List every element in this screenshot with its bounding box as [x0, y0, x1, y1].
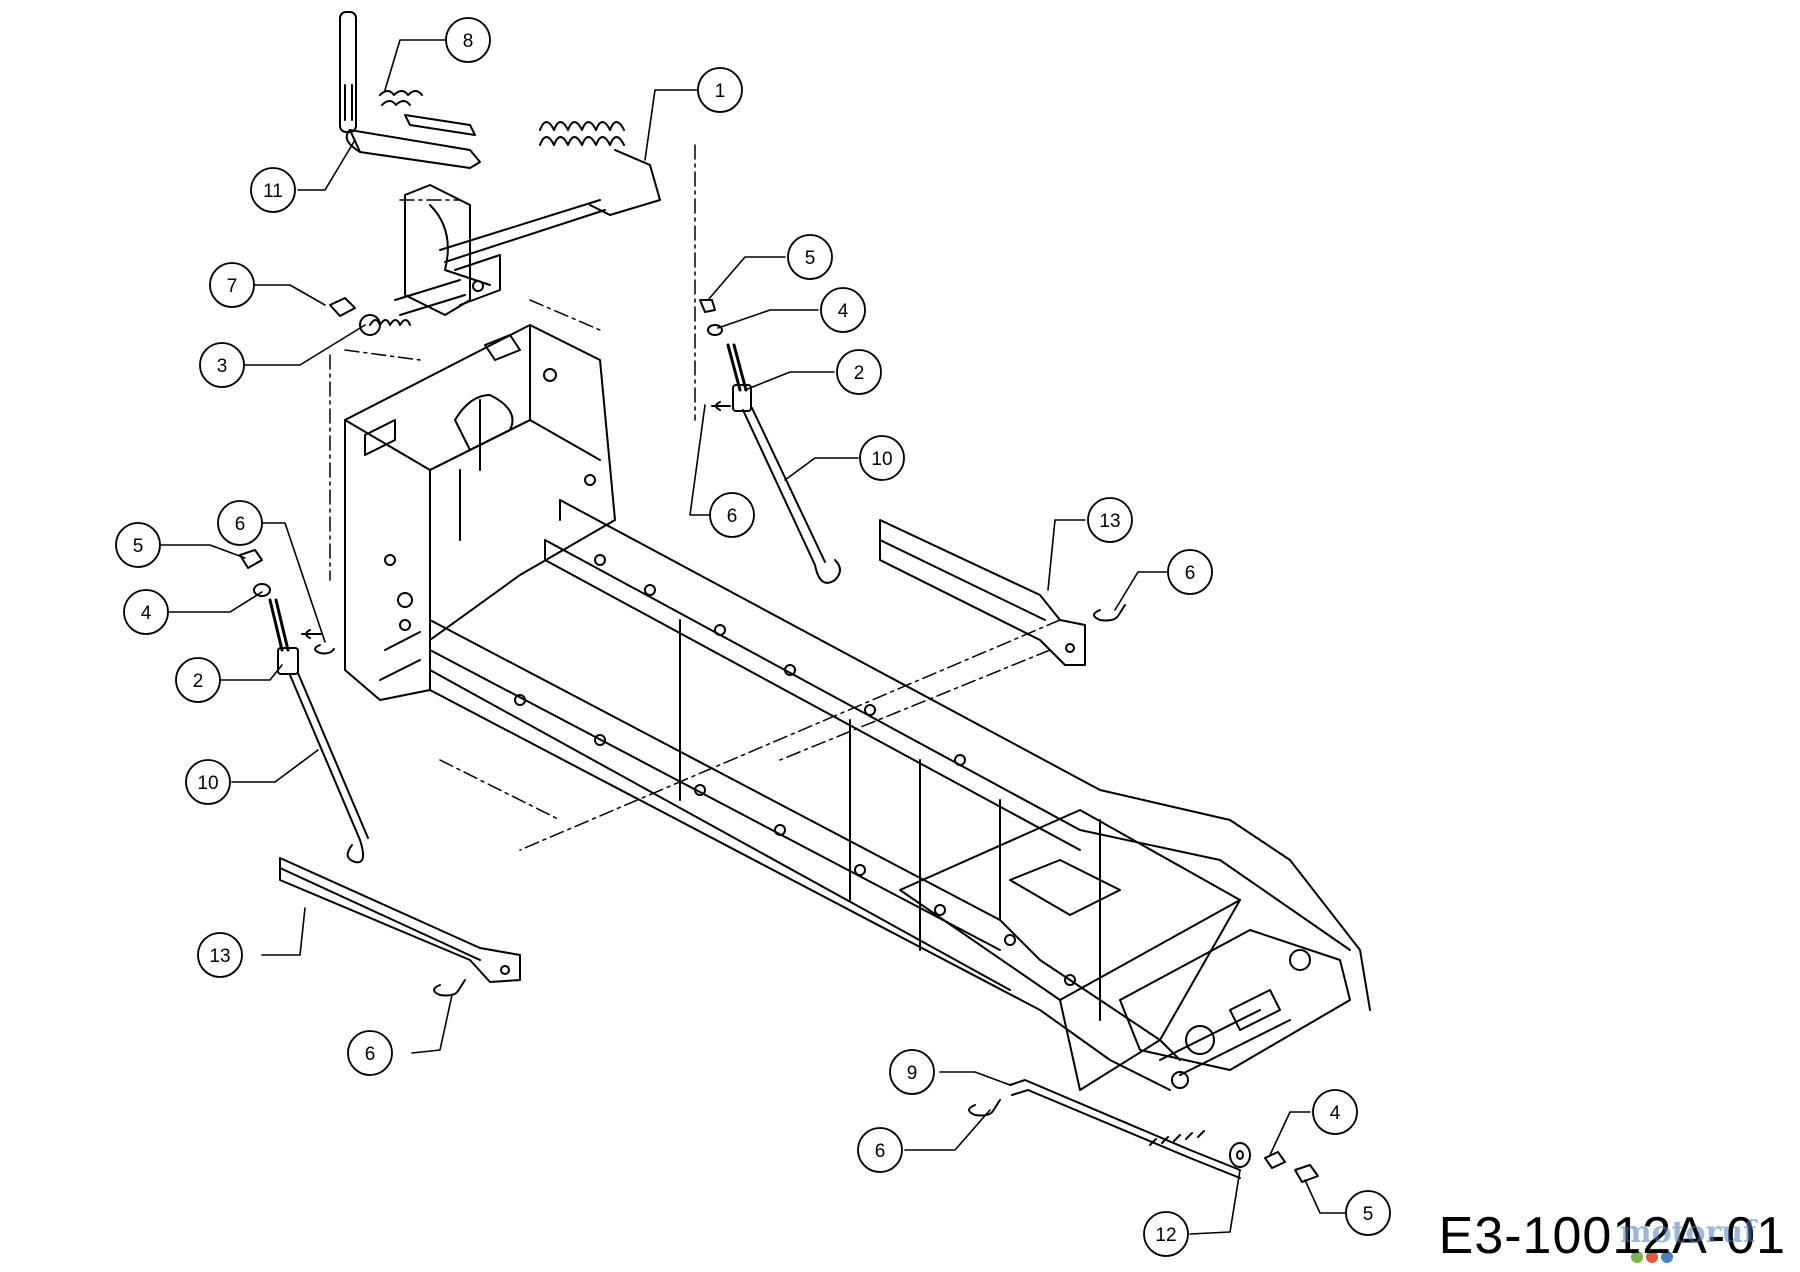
callout-circle-c13b — [197, 932, 243, 978]
callout-label-c3: 3 — [217, 356, 228, 377]
watermark-logo: motoruf — [1619, 1215, 1756, 1250]
lift-lever-assembly — [329, 11, 661, 336]
callout-label-c4b: 4 — [141, 603, 152, 624]
callout-label-c13b: 13 — [209, 946, 230, 967]
lever-handle — [339, 11, 357, 133]
callout-circle-c8 — [445, 17, 491, 63]
figure-id: E3-10012A-01 — [1438, 1207, 1786, 1265]
callout-circle-c10a — [859, 435, 905, 481]
callout-circle-c6a — [709, 492, 755, 538]
callout-circle-c7 — [209, 262, 255, 308]
callout-label-c9: 9 — [907, 1063, 918, 1084]
callout-circle-c6b — [1167, 549, 1213, 595]
callout-circle-c1 — [697, 67, 743, 113]
callout-circle-c12 — [1143, 1211, 1189, 1257]
callout-label-c2a: 2 — [854, 363, 865, 384]
callout-circle-c2a — [836, 349, 882, 395]
callout-circle-c4b — [123, 589, 169, 635]
callout-label-c10b: 10 — [197, 773, 218, 794]
callout-circle-c2b — [175, 657, 221, 703]
watermark-dots — [1631, 1251, 1673, 1263]
callout-label-c6a: 6 — [727, 506, 738, 527]
callout-label-c2b: 2 — [193, 671, 204, 692]
callout-circle-c10b — [185, 759, 231, 805]
assembly-lines — [329, 144, 1061, 851]
callout-label-c6b: 6 — [1185, 563, 1196, 584]
lower-rod-assembly — [1009, 1079, 1319, 1183]
callout-label-c11: 11 — [263, 181, 283, 202]
callout-label-c7: 7 — [227, 276, 238, 297]
callout-circle-c9 — [889, 1049, 935, 1095]
left-lift-rod — [239, 549, 369, 864]
chassis-frame — [344, 324, 1371, 1091]
support-bars — [279, 519, 1086, 983]
right-lift-rod — [699, 299, 841, 584]
callout-label-c1: 1 — [715, 81, 726, 102]
callout-label-c12: 12 — [1155, 1225, 1176, 1246]
callout-label-c6e: 6 — [875, 1141, 886, 1162]
callout-label-c5c: 5 — [1363, 1204, 1374, 1225]
callout-circle-c6d — [347, 1030, 393, 1076]
callouts — [159, 39, 1346, 1235]
callout-label-c4a: 4 — [838, 301, 849, 322]
callout-circle-c6c — [217, 500, 263, 546]
callout-label-c6c: 6 — [235, 514, 246, 535]
callout-circle-c13a — [1087, 497, 1133, 543]
callout-circle-c5b — [115, 522, 161, 568]
hairpin-clips — [314, 604, 1126, 1117]
callout-label-c5a: 5 — [805, 248, 816, 269]
callout-circle-c4a — [820, 287, 866, 333]
callout-label-c10a: 10 — [871, 449, 892, 470]
callout-label-c6d: 6 — [365, 1044, 376, 1065]
callout-label-c4c: 4 — [1330, 1103, 1341, 1124]
callout-label-c5b: 5 — [133, 536, 144, 557]
callout-circle-c3 — [199, 342, 245, 388]
callout-circle-c6e — [857, 1127, 903, 1173]
callout-label-c8: 8 — [463, 31, 474, 52]
callout-circle-c11 — [250, 167, 296, 213]
callout-circle-c4c — [1312, 1089, 1358, 1135]
callout-circle-c5a — [787, 234, 833, 280]
callout-label-c13a: 13 — [1099, 511, 1120, 532]
callout-circle-c5c — [1345, 1190, 1391, 1236]
